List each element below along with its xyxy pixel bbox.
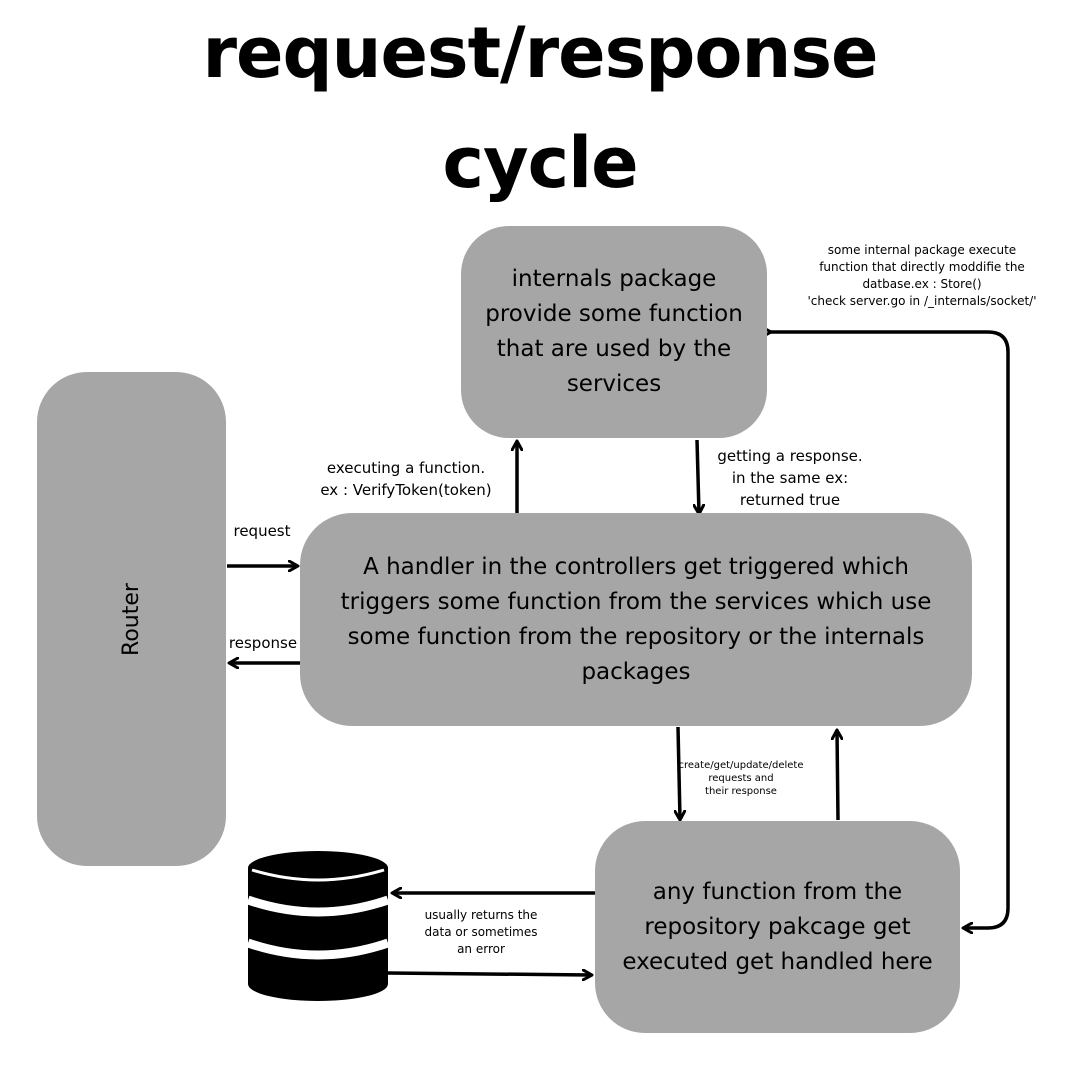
internal-note-line: 'check server.go in /_internals/socket/' xyxy=(807,294,1037,308)
repository-box: any function from the repository pakcage… xyxy=(595,821,960,1033)
arrow-database-to-repository xyxy=(387,973,591,975)
diagram-title-line-2: cycle xyxy=(442,122,638,204)
internals-package-text: internals package provide some function … xyxy=(485,266,743,397)
response-label: response xyxy=(228,634,298,652)
returns-label-line: data or sometimes xyxy=(424,925,538,939)
repository-text: any function from the repository pakcage… xyxy=(622,878,933,975)
request-label: request xyxy=(233,522,291,540)
getting-label-line: returned true xyxy=(739,491,841,509)
arrow-internals-to-handler xyxy=(697,439,699,513)
crud-label-line: requests and xyxy=(708,773,774,784)
executing-label-line: executing a function. xyxy=(326,459,486,477)
returns-label-line: an error xyxy=(457,942,505,956)
router-label: Router xyxy=(118,582,144,656)
getting-label-line: getting a response. xyxy=(717,447,863,465)
internals-package-box: internals package provide some function … xyxy=(461,226,767,438)
crud-label: create/get/update/delete requests and th… xyxy=(676,759,806,798)
crud-label-line: create/get/update/delete xyxy=(678,760,804,771)
database-returns-label: usually returns the data or sometimes an… xyxy=(412,907,550,958)
getting-label-line: in the same ex: xyxy=(731,469,849,487)
internal-note-line: datbase.ex : Store() xyxy=(862,277,982,291)
diagram-title-line-1: request/response xyxy=(202,12,879,94)
executing-function-label: executing a function. ex : VerifyToken(t… xyxy=(296,457,516,501)
internal-package-note: some internal package execute function t… xyxy=(792,242,1052,310)
router-box: Router xyxy=(37,372,226,866)
internal-note-line: function that directly moddifie the xyxy=(819,260,1025,274)
handler-box: A handler in the controllers get trigger… xyxy=(300,513,972,726)
database-icon xyxy=(246,851,390,1001)
crud-label-line: their response xyxy=(705,786,777,797)
returns-label-line: usually returns the xyxy=(424,908,538,922)
handler-text: A handler in the controllers get trigger… xyxy=(340,553,932,685)
getting-response-label: getting a response. in the same ex: retu… xyxy=(700,445,880,511)
arrow-repository-to-handler xyxy=(837,731,838,821)
executing-label-line: ex : VerifyToken(token) xyxy=(320,481,492,499)
internal-note-line: some internal package execute xyxy=(827,243,1017,257)
